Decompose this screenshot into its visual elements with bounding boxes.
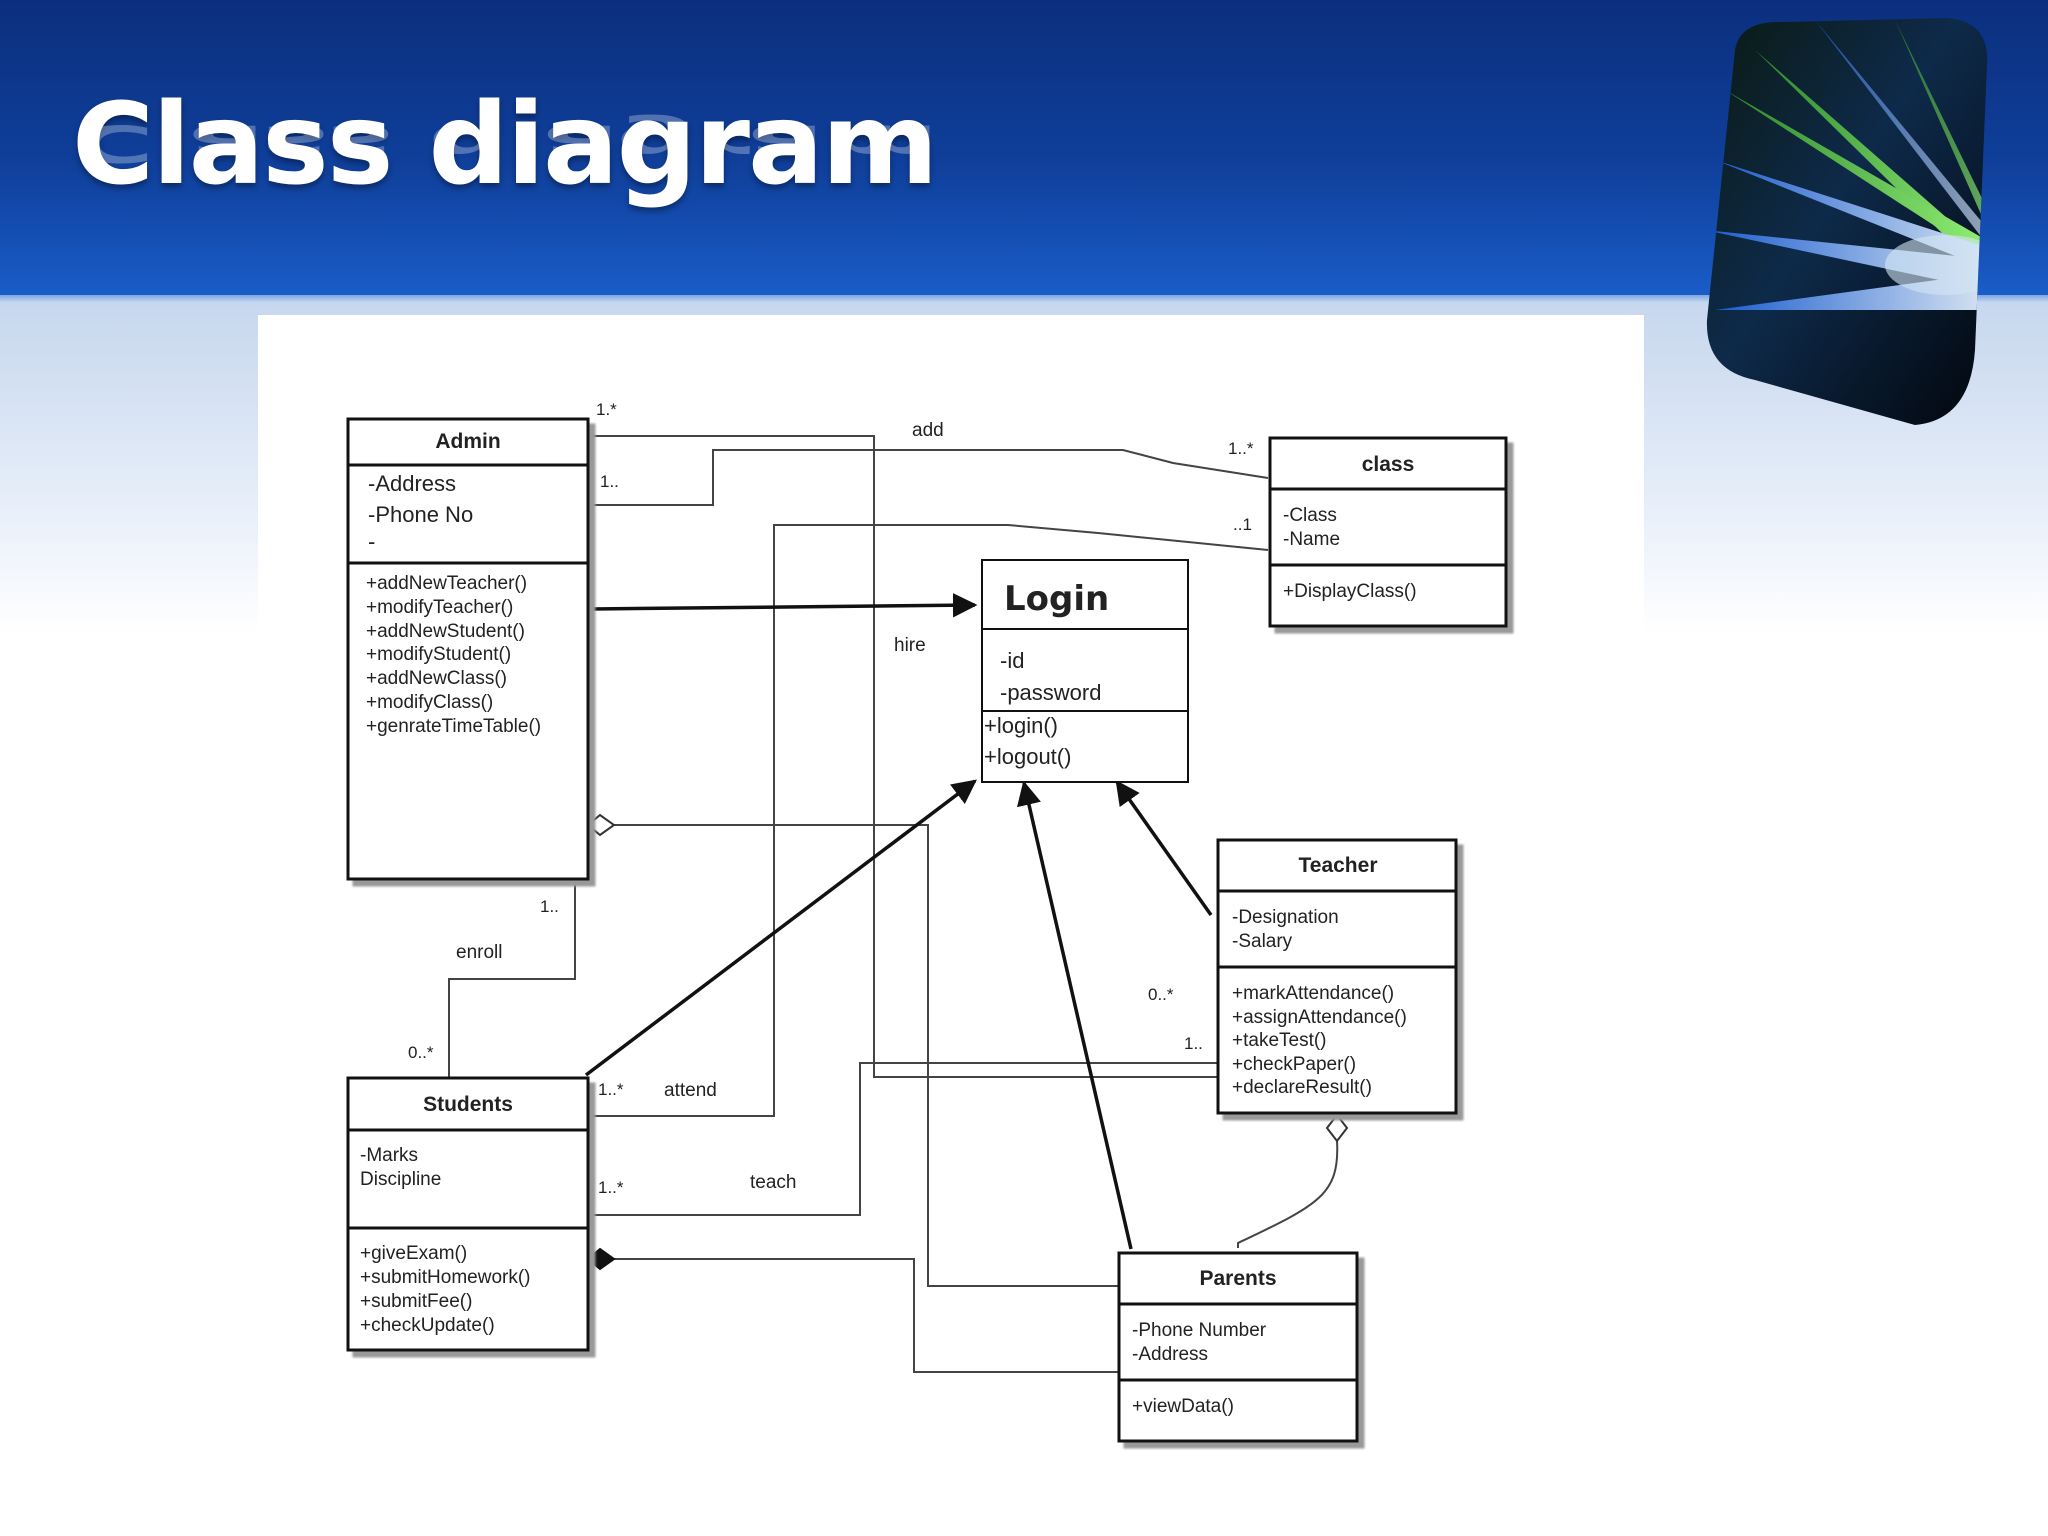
label-attend: attend — [664, 1080, 717, 1101]
class-name-students: Students — [423, 1093, 513, 1116]
class-name-parents: Parents — [1199, 1267, 1276, 1290]
aggregation-admin-parents — [602, 824, 1118, 1287]
teacher-method: +checkPaper() — [1232, 1054, 1356, 1075]
arrow-admin-login — [591, 592, 978, 618]
students-method: +submitFee() — [360, 1291, 472, 1312]
admin-method: +addNewTeacher() — [366, 573, 527, 594]
association-admin-class-add — [592, 435, 1218, 1078]
decorative-light-cube — [1695, 10, 1995, 430]
class-admin: Admin -Address -Phone No - +addNewTeache… — [346, 417, 590, 881]
admin-method: +modifyTeacher() — [366, 597, 513, 618]
mult-teacher-teach: 1.. — [1184, 1034, 1203, 1053]
students-method: +giveExam() — [360, 1243, 467, 1264]
slide-title: Class diagram — [72, 80, 938, 210]
students-attr: Discipline — [360, 1169, 441, 1190]
aggregation-diamond-teacher — [1325, 1113, 1349, 1143]
class-login: Login -id -password +login() +logout() — [981, 559, 1189, 783]
parents-attr: -Address — [1132, 1344, 1208, 1365]
class-parents: Parents -Phone Number -Address +viewData… — [1117, 1251, 1359, 1443]
composition-students-parents — [612, 1258, 1118, 1373]
admin-attr: -Phone No — [368, 502, 473, 527]
aggregation-teacher-parents — [1237, 1140, 1339, 1248]
association-admin-class — [592, 449, 1269, 506]
arrow-students-login — [584, 779, 977, 1077]
teacher-method: +takeTest() — [1232, 1030, 1327, 1051]
admin-attr: - — [368, 529, 375, 554]
mult-class-mid: ..1 — [1233, 515, 1252, 534]
login-attr: -id — [1000, 648, 1024, 673]
parents-attr: -Phone Number — [1132, 1320, 1267, 1341]
parents-method: +viewData() — [1132, 1396, 1234, 1417]
admin-attr: -Address — [368, 471, 456, 496]
teacher-attr: -Designation — [1232, 907, 1339, 928]
teacher-method: +assignAttendance() — [1232, 1007, 1407, 1028]
banner-divider — [0, 295, 2048, 303]
login-method: +logout() — [984, 744, 1071, 769]
diagram-canvas: Admin -Address -Phone No - +addNewTeache… — [258, 315, 1644, 1475]
arrow-parents-login — [1016, 780, 1133, 1250]
students-method: +checkUpdate() — [360, 1315, 495, 1336]
mult-class-top: 1..* — [1228, 439, 1254, 458]
label-enroll: enroll — [456, 942, 502, 963]
admin-method: +genrateTimeTable() — [366, 716, 541, 737]
teacher-method: +declareResult() — [1232, 1077, 1372, 1098]
mult-admin-bottom: 1.. — [540, 897, 559, 916]
label-add: add — [912, 420, 944, 441]
mult-admin-class: 1.. — [600, 472, 619, 491]
class-name-admin: Admin — [435, 430, 500, 453]
class-students: Students -Marks Discipline +giveExam() +… — [346, 1076, 590, 1352]
association-teacher-students-teach — [592, 1062, 1218, 1216]
class-name-teacher: Teacher — [1299, 854, 1378, 877]
students-attr: -Marks — [360, 1145, 418, 1166]
students-method: +submitHomework() — [360, 1267, 531, 1288]
login-arrows — [584, 592, 1213, 1250]
mult-teacher-hire: 0..* — [1148, 985, 1174, 1004]
association-students-class-attend — [592, 524, 1269, 1117]
class-name-class: class — [1362, 453, 1415, 476]
admin-method: +addNewStudent() — [366, 621, 525, 642]
mult-students-top: 0..* — [408, 1043, 434, 1062]
class-teacher: Teacher -Designation -Salary +markAttend… — [1216, 838, 1458, 1115]
association-lines — [448, 435, 1339, 1373]
class-class: class -Class -Name +DisplayClass() — [1268, 436, 1508, 628]
composition-diamond-students — [586, 1247, 616, 1271]
mult-students-teach: 1..* — [598, 1178, 624, 1197]
login-method: +login() — [984, 713, 1058, 738]
aggregation-diamond-admin — [586, 813, 616, 837]
mult-students-attend: 1..* — [598, 1080, 624, 1099]
mult-admin-top: 1.* — [596, 400, 617, 419]
class-method: +DisplayClass() — [1283, 581, 1417, 602]
label-teach: teach — [750, 1172, 796, 1193]
login-attr: -password — [1000, 680, 1101, 705]
class-attr: -Name — [1283, 529, 1340, 550]
class-name-login: Login — [1004, 579, 1109, 619]
association-admin-students-enroll — [448, 879, 576, 1077]
class-attr: -Class — [1283, 505, 1337, 526]
teacher-attr: -Salary — [1232, 931, 1293, 952]
admin-method: +modifyClass() — [366, 692, 493, 713]
admin-method: +modifyStudent() — [366, 644, 511, 665]
title-banner — [0, 0, 2048, 295]
admin-method: +addNewClass() — [366, 668, 507, 689]
slide-title-reflection: Class diagram — [72, 113, 937, 173]
teacher-method: +markAttendance() — [1232, 983, 1394, 1004]
arrow-teacher-login — [1115, 779, 1213, 917]
label-hire: hire — [894, 635, 926, 656]
